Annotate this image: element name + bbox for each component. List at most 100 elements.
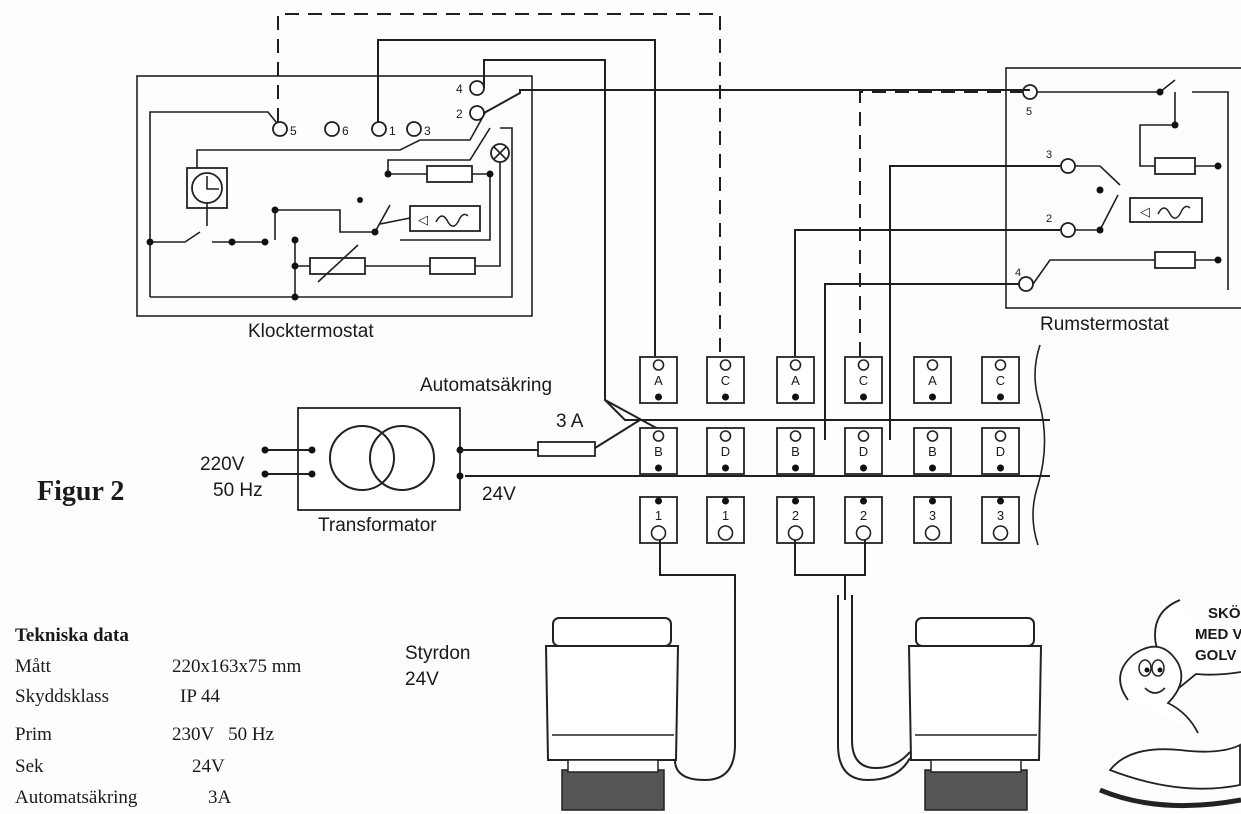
terminal-top-screw-icon [789,359,802,371]
sensor-wave-icon [435,213,469,227]
indicator-lamp-cross-b [493,146,507,160]
tech-data-key: Mått [15,656,52,677]
speech-bubble-line-2: MED V [1195,626,1241,643]
resistor-1-wire-right [400,173,491,241]
clock-thermostat: 5 6 1 3 4 2 ◁ [136,75,533,342]
room-wire-3 [1075,165,1121,186]
terminal-node [655,393,662,401]
mascot-eye-right [1151,659,1165,677]
variable-resistor [309,257,366,275]
node [384,170,392,178]
node [1156,88,1164,96]
mascot-eye-left [1138,659,1152,677]
terminal-node [929,497,936,505]
room-wire-4 [1032,259,1155,285]
actuator-2-cable-loop [837,595,911,782]
clock-inner-wire-left [149,111,281,297]
speech-bubble-line-1: SKÖ [1208,605,1241,622]
actuator-2-body [907,645,1043,761]
switch-wire-left [150,231,201,243]
speech-bubble-line-3: GOLV [1195,647,1236,664]
clock-terminal-6 [324,121,340,137]
tech-data: Tekniska data Mått 220x163x75 mm Skyddsk… [15,625,302,808]
actuator-label: Styrdon [405,643,470,664]
clock-inner-wire-bottom [150,127,513,298]
terminal-bottom-screw-icon [787,525,804,541]
room-thermostat: 5 3 2 4 ◁ Rumstermostat [1005,67,1241,335]
terminal-node [722,464,729,472]
clock-wire-top [196,112,486,168]
terminal-bottom-label: 1 [722,508,729,523]
tech-data-value: 24V [192,756,225,777]
terminal-bottom-label: 2 [792,508,799,523]
terminal-top-screw-icon [719,359,732,371]
actuator-wire-2a [794,540,846,600]
room-resistor-2 [1154,251,1196,269]
room-resistor-1 [1154,157,1196,175]
terminal-top-label: A [791,373,800,388]
node [357,197,363,203]
node [456,472,464,480]
terminal-bottom-label: 3 [929,508,936,523]
actuators: Styrdon 24V [405,540,1043,811]
tech-data-key: Skyddsklass [15,686,109,707]
actuator-2-neck [930,759,1022,773]
tech-data-title: Tekniska data [15,625,129,646]
actuator-1-cap [552,617,672,647]
terminal-node [997,497,1004,505]
clock-thermostat-outer-frame [136,75,533,317]
transformer-coil-primary-icon [329,425,395,491]
room-sensor-wave-icon [1157,205,1191,219]
interconnection-wires [277,13,1061,477]
wire-room-3 [889,165,1061,440]
terminal-top-screw-icon [926,359,939,371]
terminal-node [792,497,799,505]
node [261,238,269,246]
terminal-top-label: C [996,373,1005,388]
wire-breaker-to-bus [594,419,641,449]
clock-terminal-6-label: 6 [342,124,349,138]
room-terminal-4 [1018,276,1034,292]
terminal-middle-screw-icon [719,430,732,442]
terminal-node [997,464,1004,472]
actuator-wire-2b [845,540,866,576]
breaker-fuse-icon [537,441,596,457]
clock-terminal-3-label: 3 [424,124,431,138]
node [271,206,279,214]
node [261,470,269,478]
terminal-middle-screw-icon [857,430,870,442]
clock-terminal-5-label: 5 [290,124,297,138]
actuator-1-body [544,645,680,761]
terminal-node [722,497,729,505]
room-wire-right-rail [1192,91,1229,290]
terminal-node [929,464,936,472]
node [371,228,379,236]
clock-terminal-4-label: 4 [456,82,463,96]
terminal-middle-label: B [791,444,800,459]
clock-terminal-5 [272,121,288,137]
bus-top [604,399,1050,421]
clock-thermostat-label: Klocktermostat [248,321,374,342]
node [1171,121,1179,129]
room-terminal-3-label: 3 [1046,149,1052,161]
node [308,470,316,478]
wire-room-2 [794,229,1061,356]
terminal-top-label: C [721,373,730,388]
terminal-node [860,393,867,401]
clock-hands [206,176,219,190]
tech-data-value: 3A [208,787,232,808]
room-thermostat-label: Rumstermostat [1040,314,1170,335]
wire-clock-1 [377,39,656,356]
transformer-coil-secondary-icon [369,425,435,491]
terminal-node [997,393,1004,401]
actuator-2-cable-inner [851,595,911,770]
terminal-middle-screw-icon [994,430,1007,442]
terminal-top-screw-icon [652,359,665,371]
terminal-node [722,393,729,401]
terminal-top-screw-icon [994,359,1007,371]
room-wire-resistor-1-left [1139,92,1176,167]
transformer: 220V 50 Hz 24V Transformator Automatsäkr… [200,375,596,536]
actuator-1 [544,617,680,811]
wire-room-4 [824,283,1019,440]
